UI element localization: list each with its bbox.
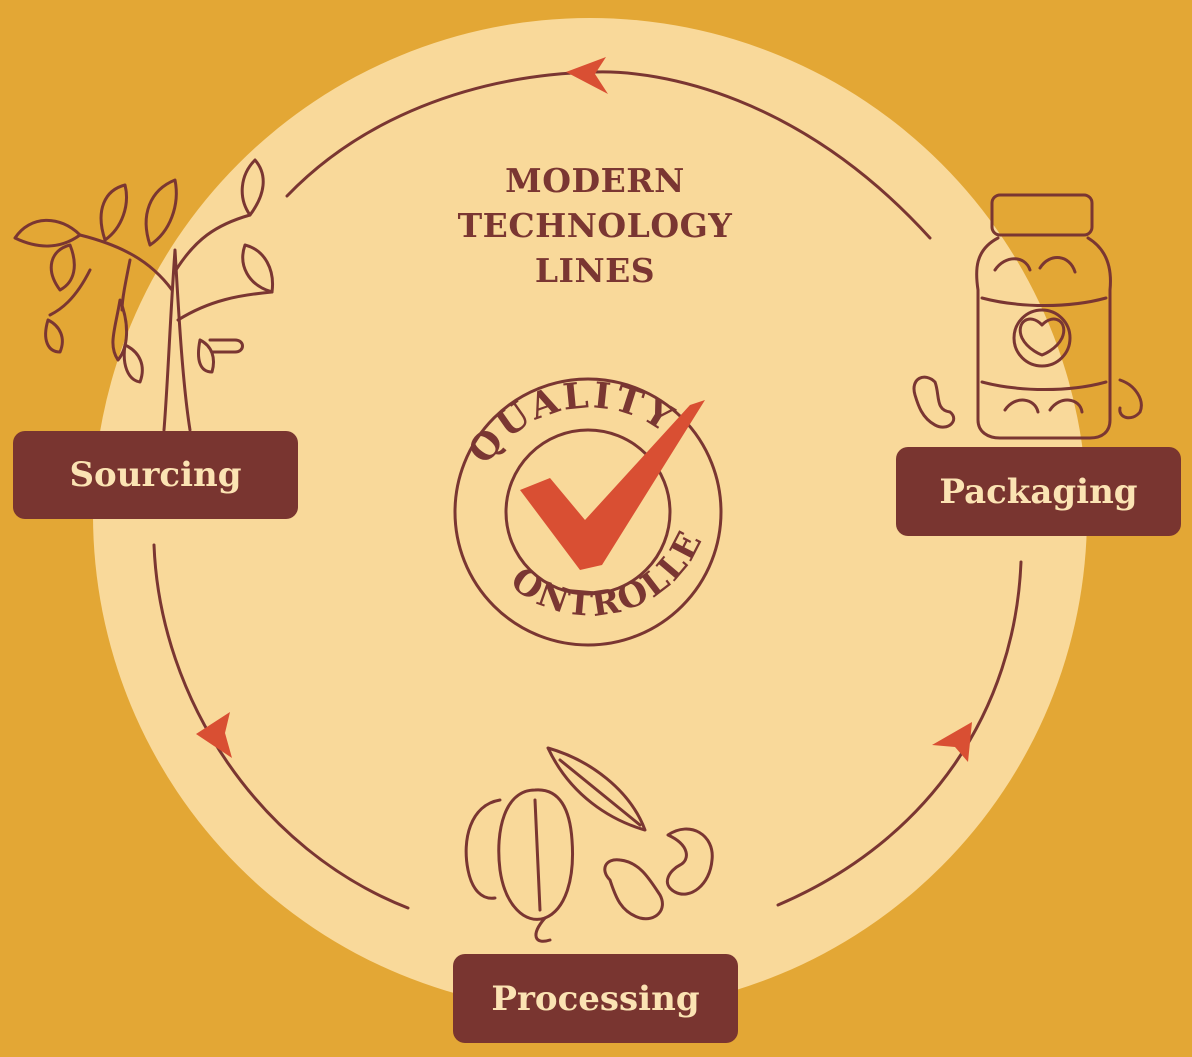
- arc-processing-to-packaging: [776, 560, 1023, 907]
- flow-arrows: [196, 57, 972, 762]
- step-packaging-label: Packaging: [896, 447, 1181, 536]
- diagram-title: MODERN TECHNOLOGY LINES: [420, 158, 770, 293]
- title-line-2: TECHNOLOGY: [457, 206, 733, 245]
- step-processing-label: Processing: [453, 954, 738, 1043]
- cashew-nuts-icon: [464, 746, 714, 943]
- title-line-1: MODERN: [505, 161, 685, 200]
- stamp-outer-ring: [453, 377, 723, 647]
- arrow-left: [196, 712, 232, 758]
- step-sourcing-label: Sourcing: [13, 431, 298, 519]
- arrow-top: [566, 57, 608, 94]
- arrow-right: [932, 722, 972, 762]
- stamp-inner-ring: [504, 428, 672, 596]
- arc-sourcing-to-processing: [152, 543, 410, 910]
- check-mark-icon: [520, 400, 705, 570]
- cashew-tree-icon: [13, 158, 275, 432]
- title-line-3: LINES: [534, 251, 656, 290]
- nut-jar-icon: [912, 193, 1143, 440]
